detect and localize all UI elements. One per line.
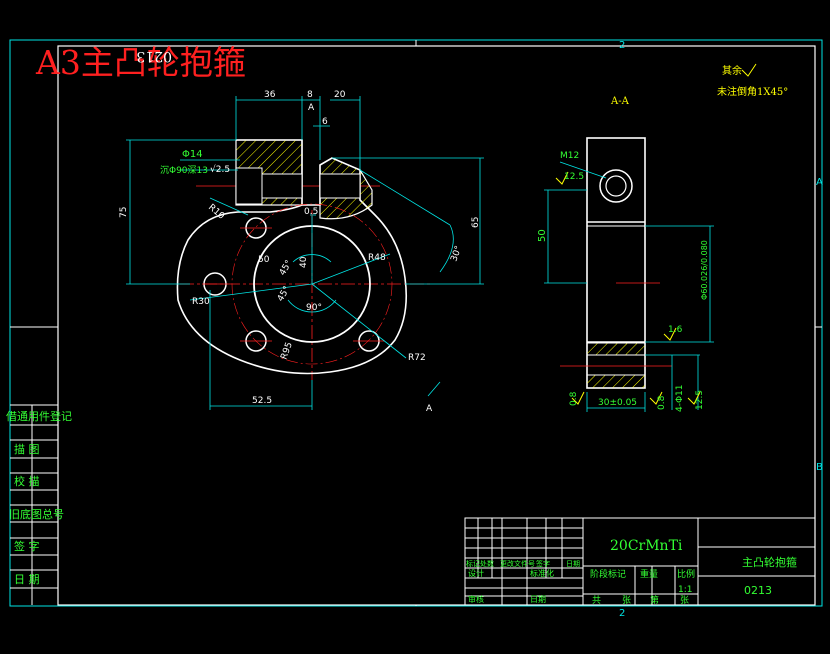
material: 20CrMnTi xyxy=(610,538,683,554)
section-mark-bottom: A xyxy=(426,404,433,414)
dim-36: 36 xyxy=(264,90,276,100)
dim-52-5: 52.5 xyxy=(252,396,272,406)
tb-head-0: 标记 xyxy=(466,559,480,568)
left-row-4: 签 字 xyxy=(14,539,40,553)
mirrored-code: 0213 xyxy=(136,48,172,64)
sec-m12: M12 xyxy=(560,151,579,161)
tb-date: 日期 xyxy=(530,595,546,604)
tb-sheet-3: 张 xyxy=(680,595,689,606)
roughness-icon xyxy=(741,63,757,77)
dim-8: 8 xyxy=(307,90,313,100)
dim-r25: √2.5 xyxy=(210,164,230,175)
dim-45b: 45° xyxy=(276,285,293,304)
tb-scale: 1:1 xyxy=(678,585,692,595)
part-name: 主凸轮抱箍 xyxy=(742,555,797,569)
note-chamfer: 未注倒角1X45° xyxy=(717,85,788,98)
zone-bottom-label: 2 xyxy=(619,608,625,619)
sec-holes: 4-Φ11 xyxy=(675,384,685,412)
dim-r72: R72 xyxy=(408,353,426,363)
dim-0-5: 0.5 xyxy=(304,207,318,217)
dim-6: 6 xyxy=(322,117,328,127)
inner-frame xyxy=(57,45,816,606)
dim-r95: R95 xyxy=(279,341,294,361)
dim-r30: R30 xyxy=(192,297,210,307)
dim-90deg: 90° xyxy=(306,303,322,313)
dim-r48: R48 xyxy=(368,253,386,263)
dim-r10: R10 xyxy=(206,203,226,222)
outer-frame xyxy=(9,39,823,607)
left-row-1: 描 图 xyxy=(14,442,40,456)
tb-standard: 标准化 xyxy=(530,568,554,578)
dim-40: 40 xyxy=(299,256,309,268)
tb-sheet-2: 第 xyxy=(650,594,659,606)
zone-right-a: A xyxy=(816,177,823,188)
tb-head-4: 日期 xyxy=(566,560,580,568)
tb-head-1: 处数 xyxy=(480,559,494,568)
zone-right-b: B xyxy=(816,462,823,473)
drawing-title: A3主凸轮抱箍 xyxy=(35,43,246,82)
dim-20: 20 xyxy=(334,90,346,100)
zone-top-label: 2 xyxy=(619,40,625,51)
tb-weight: 重量 xyxy=(640,568,658,580)
sec-50: 50 xyxy=(537,229,548,242)
dim-50: 50 xyxy=(258,255,270,265)
dim-30deg: 30° xyxy=(449,245,464,263)
tb-design: 设计 xyxy=(468,568,484,578)
dim-65: 65 xyxy=(471,217,481,228)
dim-45a: 45° xyxy=(278,259,295,278)
sec-r12-5: 12.5 xyxy=(564,172,584,182)
left-table: 借通用件登记 描 图 校 描 旧底图总号 签 字 日 期 xyxy=(6,404,72,605)
sec-r0-8b: 0.8 xyxy=(657,395,667,410)
tb-review: 审核 xyxy=(468,594,484,604)
tb-head-2: 更改文件号 xyxy=(500,559,535,568)
left-row-5: 日 期 xyxy=(14,573,40,586)
front-view: 36 8 20 6 A Φ14 沉Φ90深13 √2.5 R10 75 65 3… xyxy=(119,90,484,414)
section-view: M12 12.5 50 Φ60.026/0.080 1.6 0.8 30±0.0… xyxy=(537,137,714,412)
left-row-3: 旧底图总号 xyxy=(9,507,64,521)
sec-r1-6: 1.6 xyxy=(668,325,683,335)
sec-r12-5b: 12.5 xyxy=(695,390,705,410)
left-row-0: 借通用件登记 xyxy=(6,409,72,423)
tb-head-3: 签字 xyxy=(536,559,550,568)
sec-bore: Φ60.026/0.080 xyxy=(700,240,709,300)
part-outline xyxy=(176,139,408,375)
left-row-2: 校 描 xyxy=(14,474,40,488)
part-code: 0213 xyxy=(744,584,772,597)
note-rest: 其余 xyxy=(722,64,742,77)
dim-counterbore: 沉Φ90深13 xyxy=(160,165,208,176)
section-label: A-A xyxy=(610,96,630,107)
dim-75: 75 xyxy=(119,207,129,218)
sec-width: 30±0.05 xyxy=(598,398,637,408)
title-block: 20CrMnTi 主凸轮抱箍 0213 标记 处数 更改文件号 签字 日期 设计… xyxy=(464,517,816,606)
tb-sheet-0: 共 xyxy=(592,595,601,606)
section-mark-top: A xyxy=(308,103,315,113)
tb-stage: 阶段标记 xyxy=(590,568,626,580)
tb-ratio: 比例 xyxy=(677,568,695,580)
tb-sheet-1: 张 xyxy=(622,595,631,606)
dim-phi14: Φ14 xyxy=(182,149,203,160)
sec-r0-8a: 0.8 xyxy=(569,391,579,406)
